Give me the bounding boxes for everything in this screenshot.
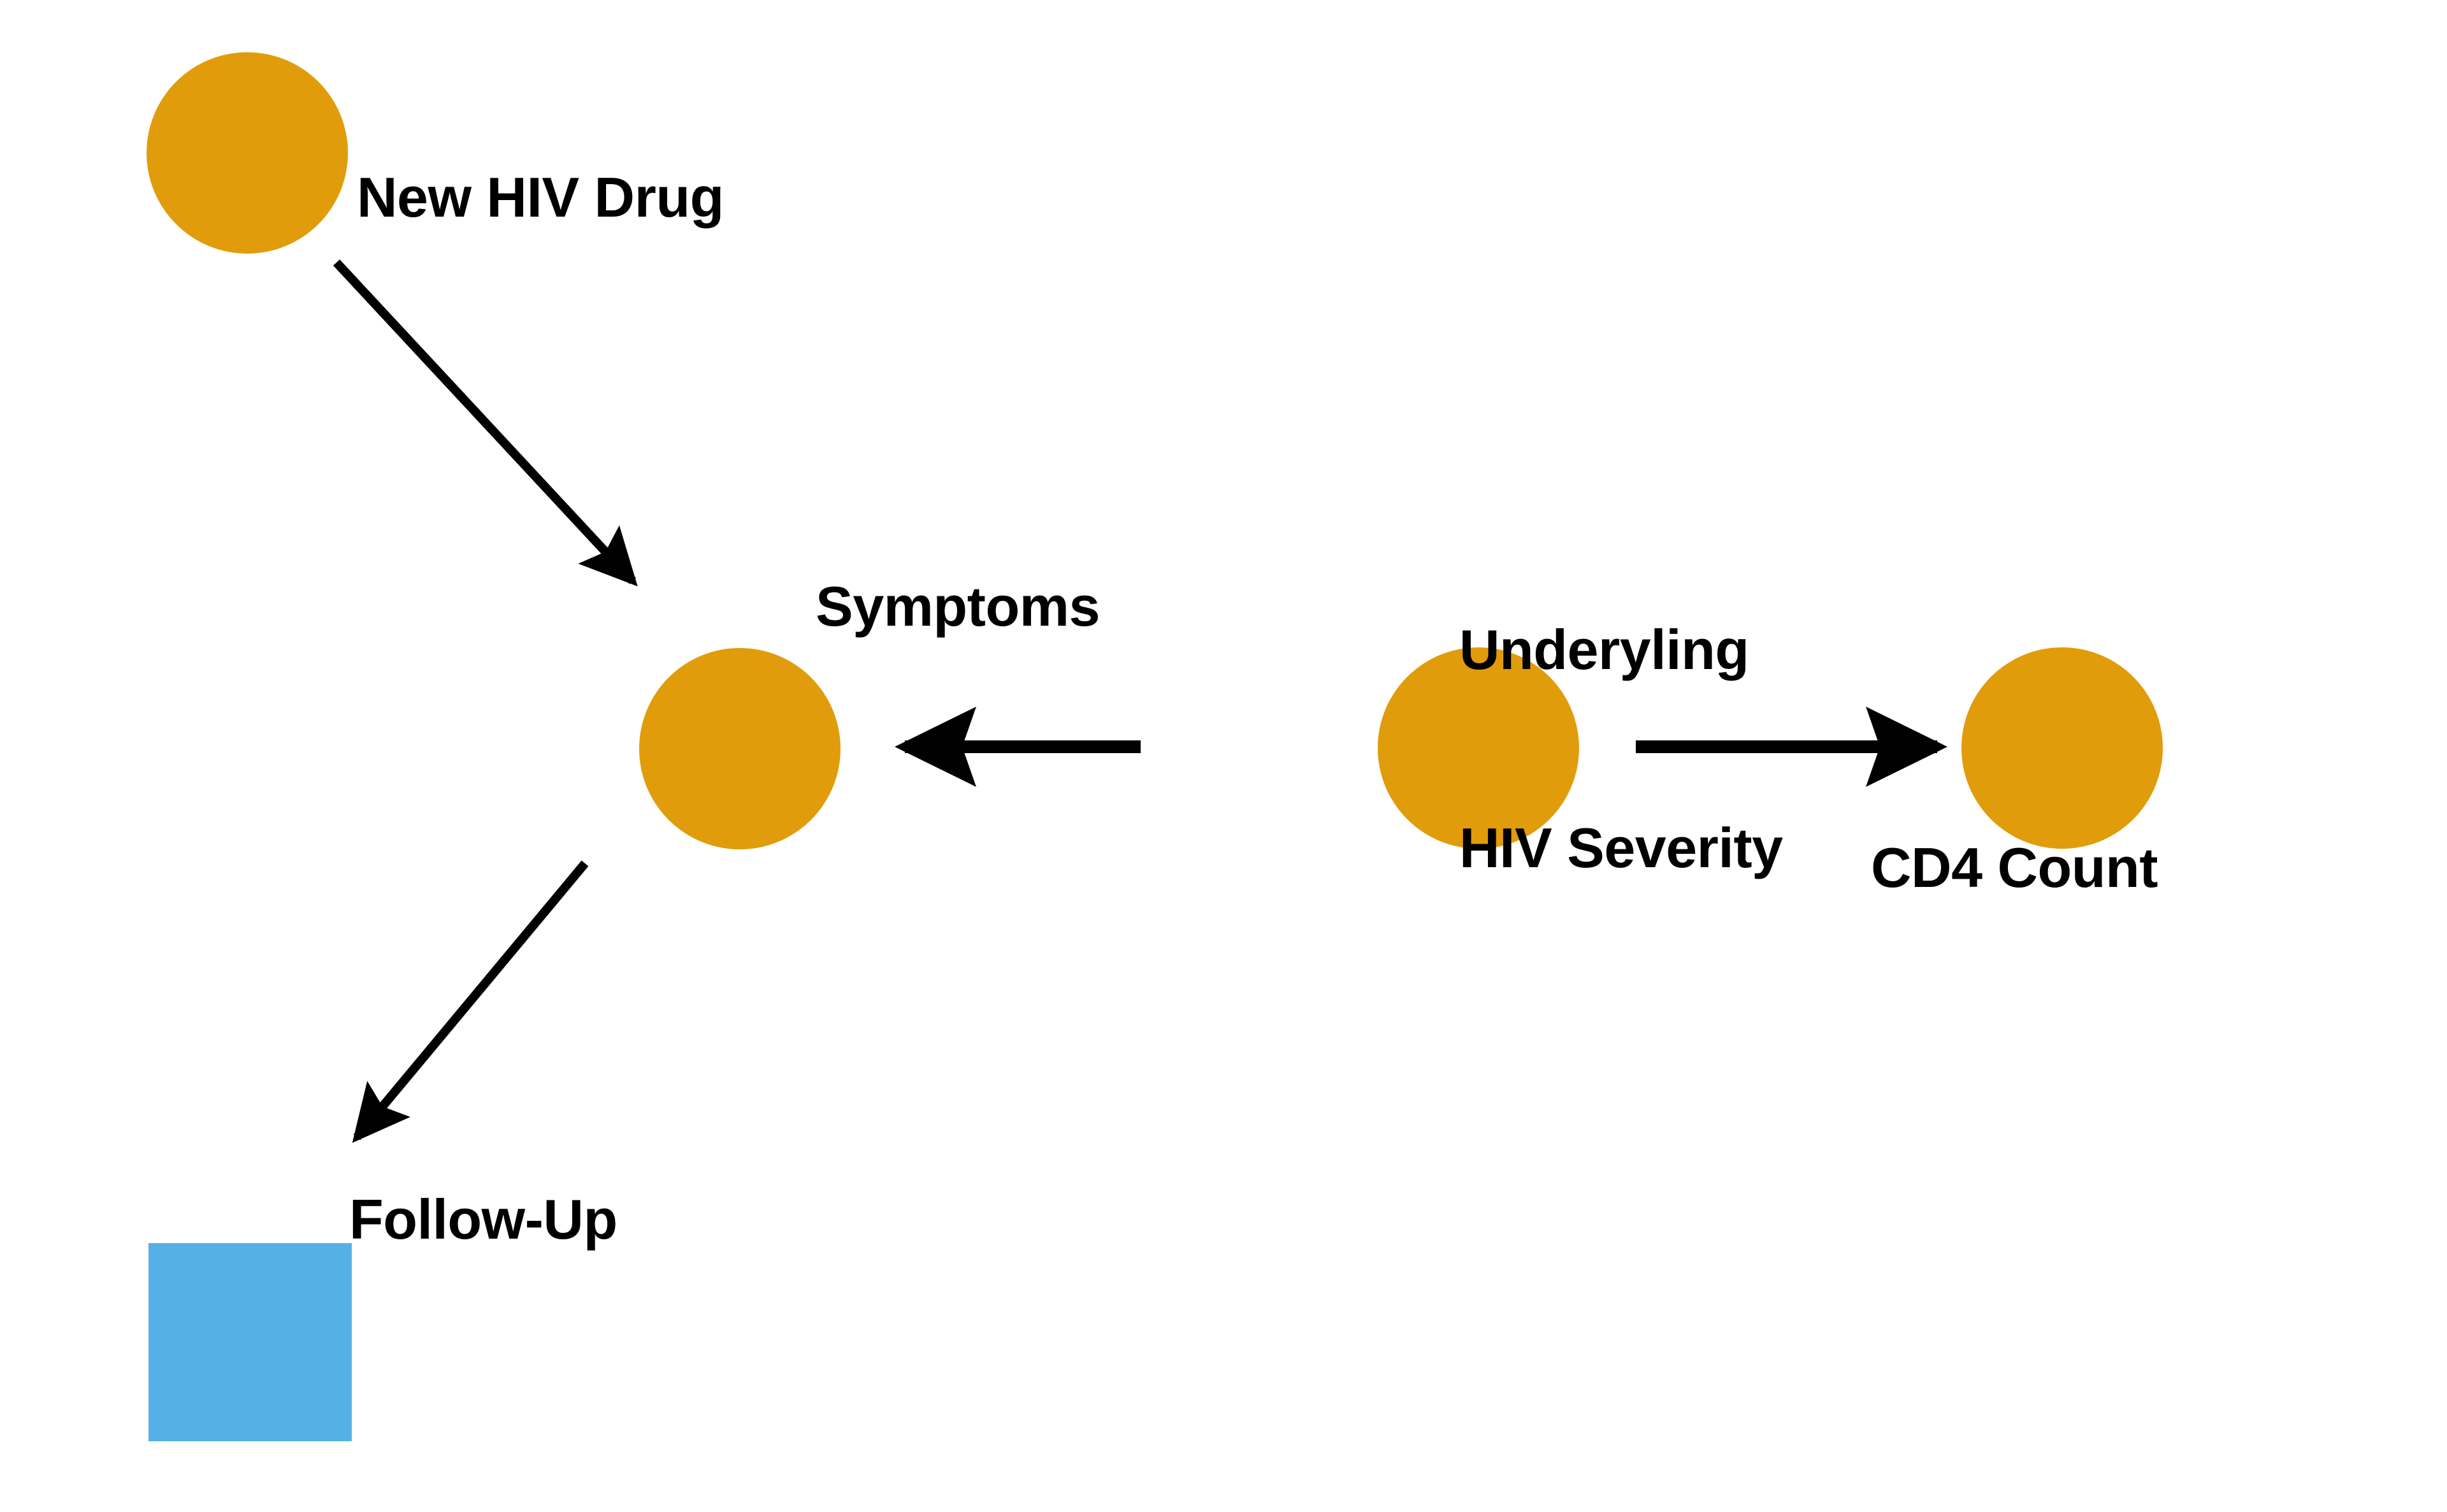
edge-symptoms-to-followup <box>352 860 589 1143</box>
node-follow-up[interactable] <box>148 1243 352 1441</box>
node-label-cd4-count: CD4 Count <box>1871 836 2158 899</box>
node-label-underyling-hiv-severity: Underyling HIV Severity <box>1459 484 1783 1014</box>
nodes-layer <box>147 52 2163 1441</box>
node-label-symptoms: Symptoms <box>816 575 1100 638</box>
node-label-severity-line-2: HIV Severity <box>1459 816 1783 880</box>
node-label-new-hiv-drug: New HIV Drug <box>357 166 724 229</box>
node-label-follow-up: Follow-Up <box>349 1188 617 1251</box>
edges-layer <box>333 259 1948 1143</box>
node-cd4-count[interactable] <box>1961 647 2163 849</box>
node-symptoms[interactable] <box>639 648 841 849</box>
node-new-hiv-drug[interactable] <box>147 52 348 254</box>
edge-drug-to-symptoms <box>333 259 638 587</box>
node-label-severity-line-1: Underyling <box>1459 617 1749 681</box>
node-underyling-hiv-severity[interactable] <box>1378 647 1579 849</box>
